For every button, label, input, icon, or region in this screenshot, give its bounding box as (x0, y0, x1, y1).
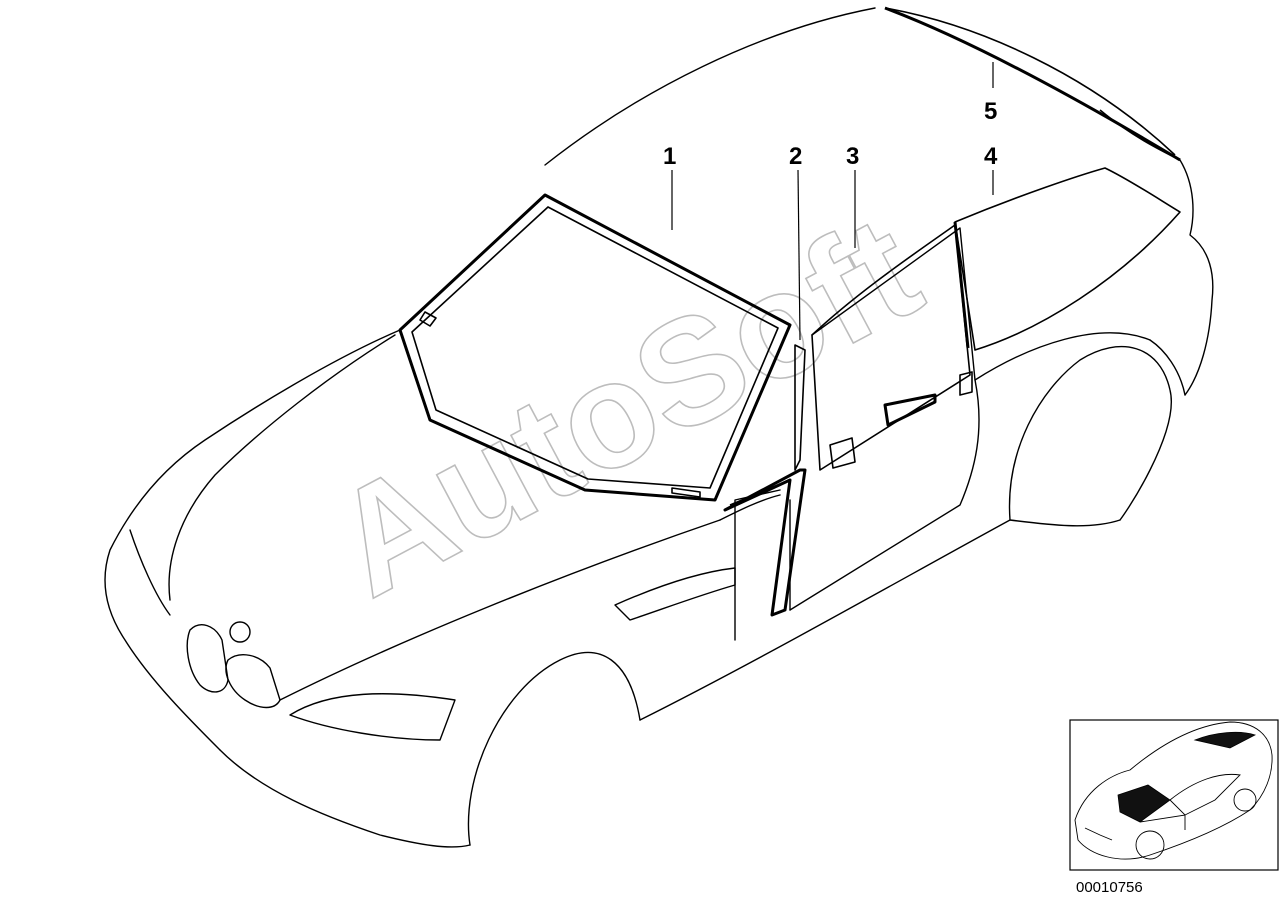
callout-4: 4 (984, 143, 998, 170)
thumbnail-car-icon (1074, 721, 1273, 860)
rear-side-window (953, 167, 1181, 351)
thumbnail-frame (1069, 719, 1279, 871)
a-pillar-trim (723, 344, 807, 617)
callout-1: 1 (663, 143, 676, 170)
windscreen (398, 193, 792, 502)
rear-window (884, 6, 1181, 162)
callout-5: 5 (984, 98, 997, 125)
document-number: 00010756 (1076, 879, 1143, 896)
watermark-text: AutoSoft (306, 183, 944, 629)
car-body-outline (104, 7, 1214, 848)
thumbnail-inset (1069, 719, 1279, 871)
leader-line-2 (797, 169, 801, 341)
callout-3: 3 (846, 143, 859, 170)
callout-2: 2 (789, 143, 802, 170)
callouts: 1 2 3 4 5 (663, 98, 998, 170)
leader-lines (671, 62, 994, 341)
